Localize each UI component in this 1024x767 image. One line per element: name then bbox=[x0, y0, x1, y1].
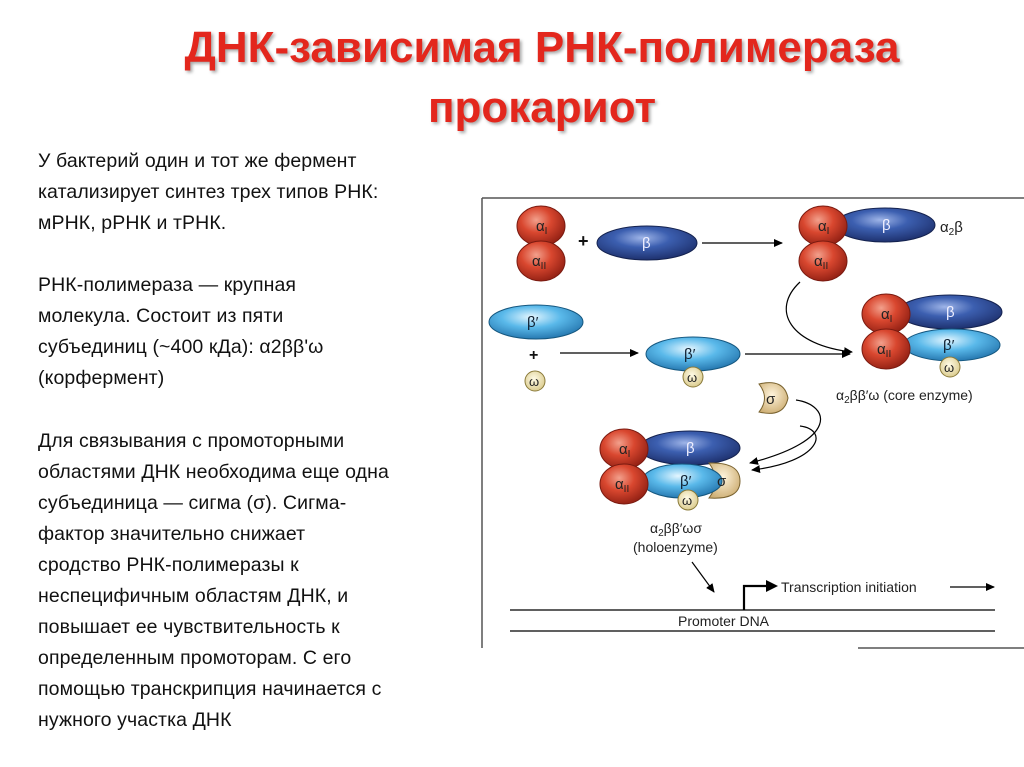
omega-subunit-free: ω bbox=[524, 370, 546, 392]
svg-text:ω: ω bbox=[529, 374, 539, 389]
svg-text:β: β bbox=[642, 235, 651, 252]
svg-text:αI: αI bbox=[818, 218, 829, 237]
rna-polymerase-assembly-diagram: αI αII + β αI αII β α2β β′ + ω β′ ω bbox=[481, 197, 1024, 649]
svg-text:σ: σ bbox=[717, 473, 727, 490]
svg-text:αII: αII bbox=[615, 476, 629, 495]
core-enzyme-complex: αI αII β β′ ω bbox=[861, 293, 1003, 378]
alpha2-beta-label: α2β bbox=[940, 219, 963, 238]
plus-sign-2: + bbox=[529, 347, 538, 364]
paragraph-polymerase-structure: РНК-полимераза — крупная молекула. Состо… bbox=[38, 270, 468, 394]
beta-subunit-free: β bbox=[596, 225, 698, 261]
arrow-sigma-join bbox=[749, 399, 821, 465]
arrow-to-core-enzyme bbox=[785, 281, 853, 356]
svg-text:ω: ω bbox=[687, 370, 697, 385]
alpha-dimer-free: αI αII bbox=[516, 205, 566, 282]
core-enzyme-label: α2ββ′ω (core enzyme) bbox=[836, 387, 973, 406]
arrow-core-to-holoenzyme bbox=[751, 425, 817, 474]
transcription-initiation-label: Transcription initiation bbox=[781, 579, 917, 595]
svg-text:ω: ω bbox=[944, 360, 954, 375]
svg-text:β′: β′ bbox=[680, 473, 692, 490]
transcription-start-bend bbox=[742, 584, 766, 610]
transcription-start-arrowhead bbox=[766, 580, 778, 592]
svg-text:αI: αI bbox=[619, 441, 630, 460]
holoenzyme-formula-label: α2ββ′ωσ bbox=[650, 520, 702, 539]
beta-prime-omega-complex: β′ ω bbox=[645, 336, 741, 388]
svg-text:αII: αII bbox=[532, 253, 546, 272]
plus-sign-1: + bbox=[578, 231, 589, 251]
paragraph-sigma-factor-text: Для связывания с промоторными областями … bbox=[38, 430, 389, 731]
svg-text:αI: αI bbox=[536, 218, 547, 237]
svg-text:αII: αII bbox=[877, 341, 891, 360]
svg-text:β′: β′ bbox=[684, 346, 696, 363]
svg-text:ω: ω bbox=[682, 493, 692, 508]
holoenzyme-complex: αI αII β β′ σ ω bbox=[599, 428, 741, 511]
svg-text:β: β bbox=[882, 217, 891, 234]
paragraph-sigma-factor: Для связывания с промоторными областями … bbox=[38, 426, 468, 736]
slide-title-line-2: прокариот bbox=[427, 83, 657, 132]
svg-text:σ: σ bbox=[766, 391, 776, 408]
beta-prime-subunit-free: β′ bbox=[488, 304, 584, 340]
svg-text:β: β bbox=[946, 304, 955, 321]
svg-text:β′: β′ bbox=[943, 337, 955, 354]
arrow-holoenzyme-to-dna bbox=[691, 561, 715, 593]
svg-text:β′: β′ bbox=[527, 314, 539, 331]
promoter-dna-label: Promoter DNA bbox=[678, 613, 770, 629]
paragraph-rna-types-text: У бактерий один и тот же фермент катализ… bbox=[38, 150, 379, 234]
slide-title-line-1: ДНК-зависимая РНК-полимераза bbox=[184, 23, 900, 72]
svg-text:β: β bbox=[686, 440, 695, 457]
paragraph-rna-types: У бактерий один и тот же фермент катализ… bbox=[38, 146, 468, 239]
alpha2-beta-complex: αI αII β bbox=[798, 205, 936, 282]
svg-text:αII: αII bbox=[814, 253, 828, 272]
paragraph-polymerase-structure-text: РНК-полимераза — крупная молекула. Состо… bbox=[38, 274, 324, 389]
diagram-frame bbox=[481, 197, 1024, 649]
svg-text:αI: αI bbox=[881, 306, 892, 325]
sigma-subunit-free: σ bbox=[758, 382, 789, 414]
holoenzyme-label: (holoenzyme) bbox=[633, 539, 718, 555]
